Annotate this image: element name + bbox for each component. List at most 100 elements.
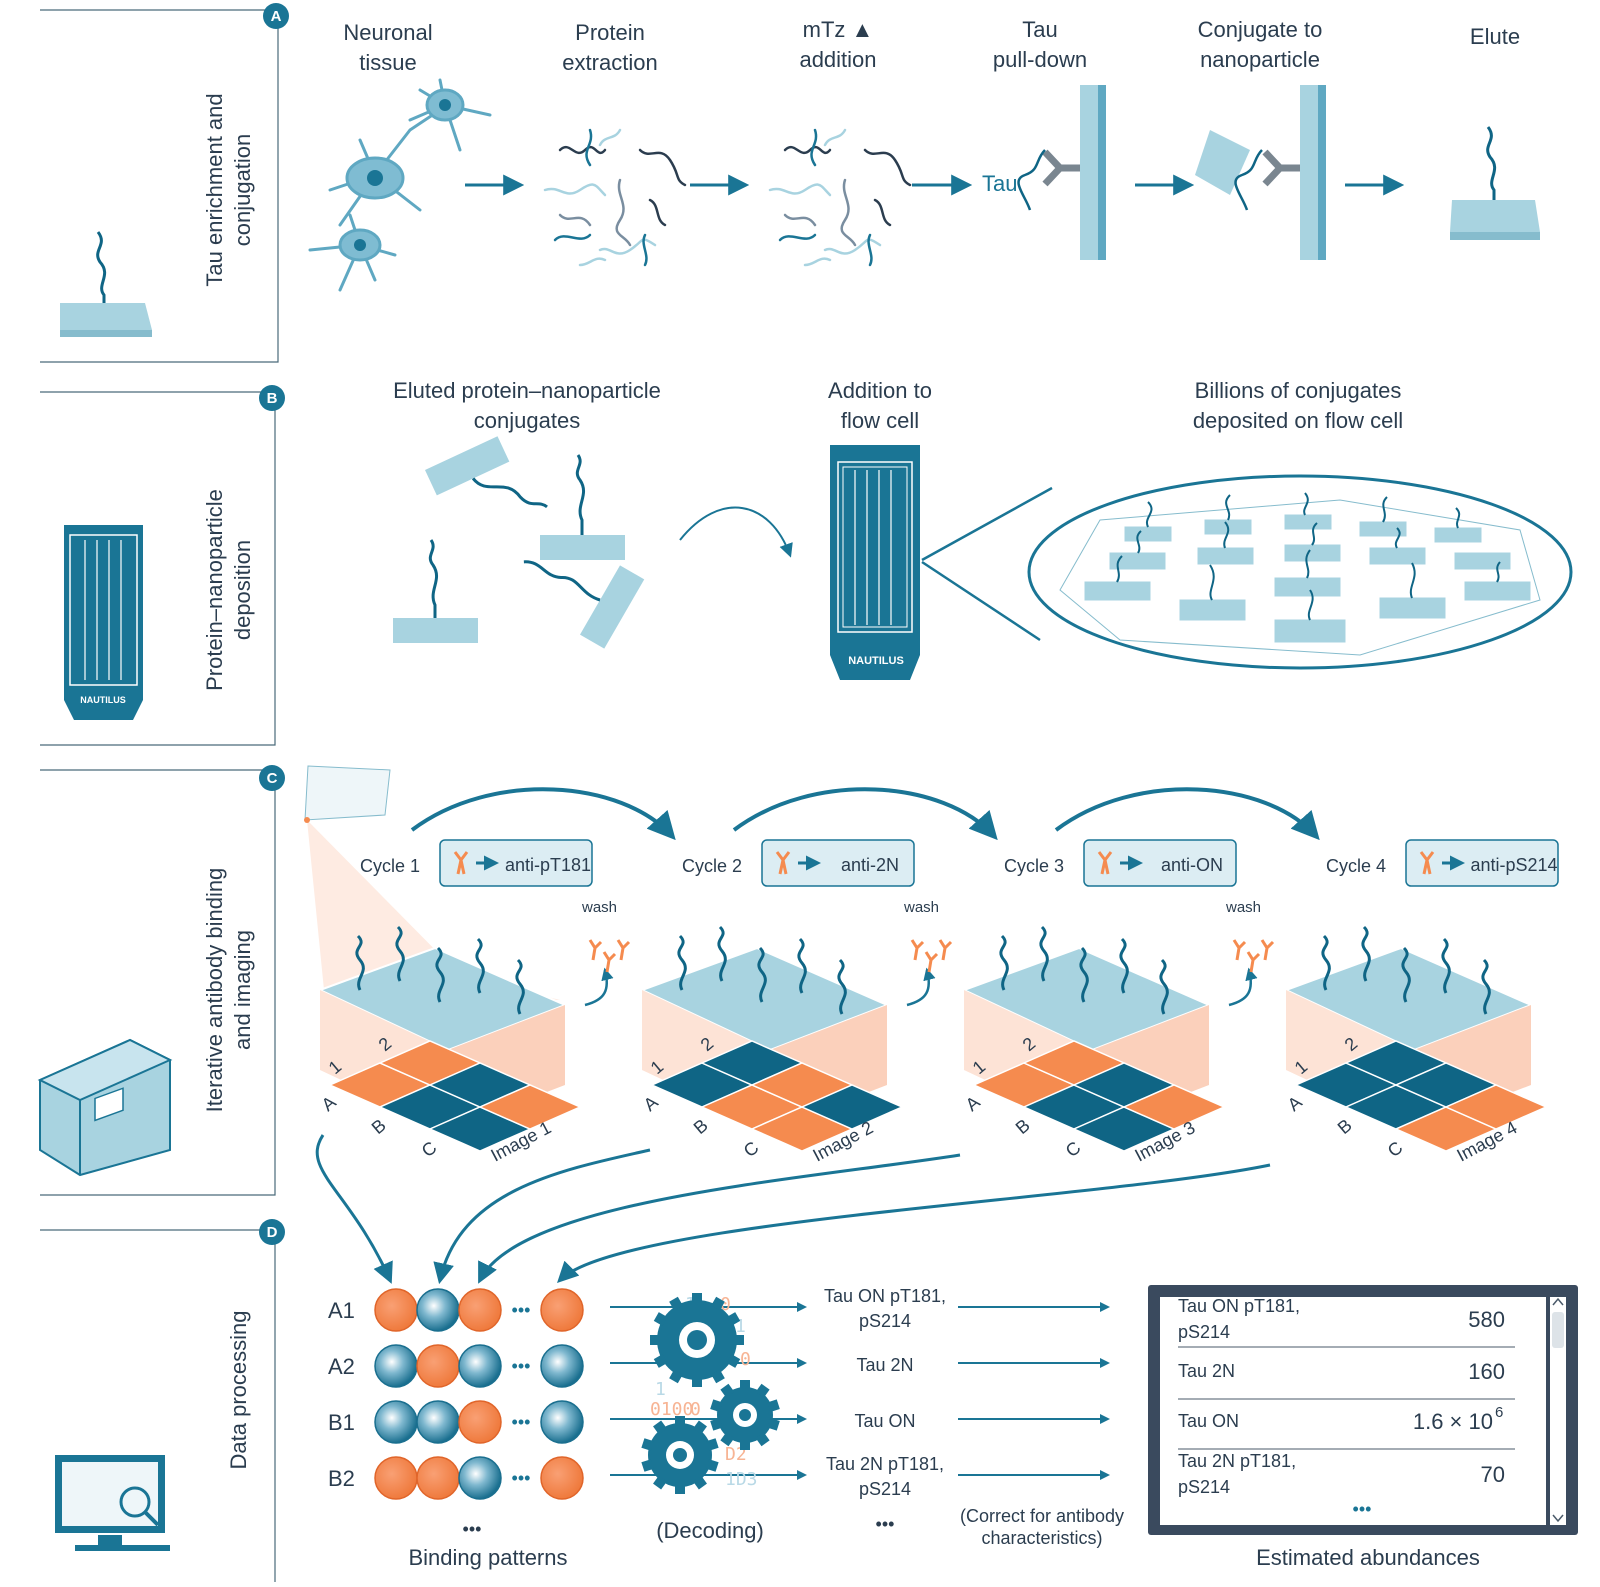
mtz-labeled-proteins-illustration [768, 128, 912, 267]
wash-arrow [1228, 967, 1258, 1007]
cycle-to-pattern-arrows [315, 1134, 1271, 1285]
binding-bead [374, 1456, 418, 1500]
washed-antibody-icon [1260, 939, 1275, 961]
washed-antibody-icon [602, 951, 617, 973]
zoomed-flow-cell-surface [1027, 474, 1573, 670]
binding-bead [458, 1456, 502, 1500]
panel-b-side-label-2: deposition [230, 540, 255, 640]
antibody-box [1405, 839, 1559, 887]
gear-tooth [767, 1417, 780, 1431]
pattern-row: A1••• [328, 1288, 1110, 1332]
step-label-mtz-2: addition [799, 47, 876, 72]
grid-col-label: B [1012, 1115, 1034, 1138]
abundance-name: Tau ON pT181, [1178, 1296, 1300, 1316]
table-ellipsis: ••• [1353, 1499, 1372, 1519]
scrollbar-thumb[interactable] [1552, 1312, 1564, 1348]
scroll-up-icon[interactable] [1552, 1297, 1564, 1306]
panel-a-badge [263, 3, 289, 29]
code-digit: 0 [720, 1294, 731, 1315]
tau-text: Tau [982, 171, 1017, 196]
image-grid-cell [1444, 1084, 1548, 1130]
code-digit: 1 [735, 1316, 746, 1337]
code-digit: 1 [655, 1379, 666, 1400]
deposited-protein-strands [1116, 492, 1501, 621]
binding-patterns-label: Binding patterns [409, 1545, 568, 1570]
flow-cell-illustration: NAUTILUS [830, 445, 920, 680]
abundance-value: 1.6 × 10 [1413, 1409, 1493, 1434]
gear-tooth [710, 1399, 723, 1413]
pattern-ellipsis: ••• [512, 1468, 531, 1488]
addition-heading-2: flow cell [841, 408, 919, 433]
binding-bead [458, 1400, 502, 1444]
binding-bead [540, 1456, 584, 1500]
computer-icon [55, 1455, 170, 1551]
imaging-beam [304, 765, 560, 1000]
decoding-label: (Decoding) [656, 1518, 764, 1543]
grid-col-label: C [740, 1137, 763, 1161]
flow-cell-icon: NAUTILUS [64, 525, 143, 720]
correction-label-2: characteristics) [981, 1528, 1102, 1548]
gear-tooth [740, 1440, 750, 1450]
tau-strand [1079, 946, 1089, 1003]
step-label-protein-1: Protein [575, 20, 645, 45]
protein-extract-illustration [543, 128, 687, 267]
code-digit: 0 [690, 1399, 701, 1420]
pattern-row-id: A2 [328, 1354, 355, 1379]
gear-tooth [675, 1484, 685, 1494]
wash-arrow [906, 967, 936, 1007]
patterns-ellipsis: ••• [463, 1519, 482, 1539]
decoded-result: Tau ON pT181, [824, 1286, 946, 1306]
panel-c-badge [259, 765, 285, 791]
binding-bead [416, 1344, 460, 1388]
wash-arrow [584, 967, 614, 1007]
abundance-value: 580 [1468, 1307, 1505, 1332]
wash-label: wash [903, 899, 939, 916]
washed-antibody-icon [938, 939, 953, 961]
image-grid-cell [1122, 1084, 1226, 1130]
gear-tooth [740, 1380, 750, 1390]
panel-c: C Iterative antibody binding and imaging… [37, 765, 1559, 1196]
abundance-value: 160 [1468, 1359, 1505, 1384]
gear-tooth [755, 1432, 770, 1447]
grid-col-label: C [1062, 1137, 1085, 1161]
tau-strand [1481, 958, 1491, 1015]
grid-col-label: B [690, 1115, 712, 1138]
decoded-result: Tau 2N pT181, [826, 1454, 944, 1474]
step-label-neuronal-2: tissue [359, 50, 416, 75]
gear-tooth [692, 1293, 702, 1303]
step-label-tau-1: Tau [1022, 17, 1057, 42]
gear-tooth [669, 1296, 683, 1311]
panel-c-badge-text: C [267, 770, 278, 787]
antibody-icon [453, 851, 469, 875]
pattern-row-id: B2 [328, 1466, 355, 1491]
gear-tooth [650, 1335, 660, 1345]
tau-strand [1159, 958, 1169, 1015]
scroll-down-icon[interactable] [1552, 1514, 1564, 1523]
panel-d-badge [259, 1219, 285, 1245]
image-grid-cell [478, 1084, 582, 1130]
addition-heading-1: Addition to [828, 378, 932, 403]
panel-b-badge-text: B [267, 390, 278, 407]
grid-col-label: A [318, 1092, 340, 1115]
decoded-result: pS214 [859, 1311, 911, 1331]
eluted-conjugate-illustration [1450, 126, 1540, 240]
binding-bead [374, 1288, 418, 1332]
binding-bead [374, 1344, 418, 1388]
estimated-abundances-label: Estimated abundances [1256, 1545, 1480, 1570]
antibody-name: anti-ON [1161, 855, 1223, 875]
panel-a-side-label-2: conjugation [230, 134, 255, 247]
billions-heading-2: deposited on flow cell [1193, 408, 1403, 433]
panel-a-bracket [40, 9, 279, 363]
grid-col-label: C [418, 1137, 441, 1161]
step-label-conjugate-1: Conjugate to [1198, 17, 1323, 42]
binding-bead [540, 1400, 584, 1444]
loose-conjugates-illustration [393, 436, 645, 649]
tau-strand [1401, 946, 1411, 1003]
panel-b-bracket [40, 391, 276, 746]
gear-tooth [653, 1312, 668, 1326]
